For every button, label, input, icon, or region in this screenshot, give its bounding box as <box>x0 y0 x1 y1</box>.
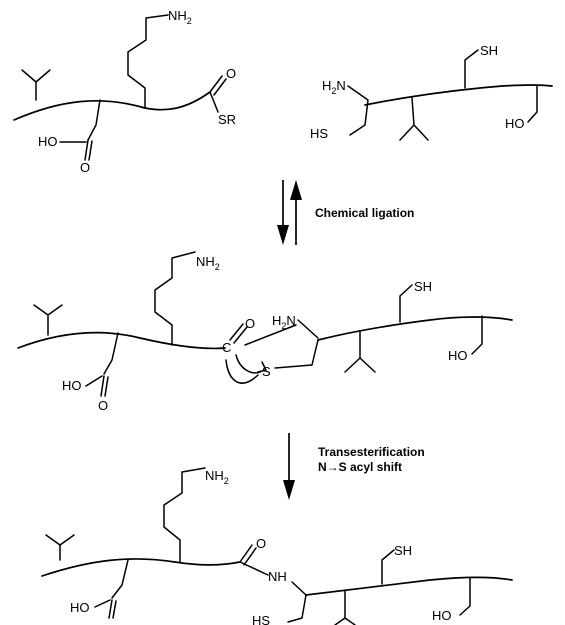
hydroxyl-label: HO <box>505 116 525 131</box>
thiol-label: HS <box>252 613 270 625</box>
thiol-label: SH <box>394 543 412 558</box>
equilibrium-arrows: Chemical ligation <box>277 180 414 245</box>
acyl-shift-label: N→S acyl shift <box>318 460 402 474</box>
thioester-sr: SR <box>218 112 236 127</box>
hydroxyl-label: HO <box>38 134 58 149</box>
amine-label: NH2 <box>196 254 220 272</box>
acyl-shift-arrow: Transesterification N→S acyl shift <box>283 433 425 500</box>
thiol-label: HS <box>310 126 328 141</box>
carbonyl-oxygen: O <box>256 536 266 551</box>
ligated-product: NH2 O NH HS SH HO HO <box>41 467 513 625</box>
carbonyl-oxygen: O <box>98 398 108 413</box>
amine-label: H2N <box>272 313 296 331</box>
chemical-ligation-label: Chemical ligation <box>315 206 414 220</box>
amine-label: NH2 <box>168 8 192 26</box>
transesterification-label: Transesterification <box>318 445 425 459</box>
hydroxyl-label: HO <box>448 348 468 363</box>
thiol-label: SH <box>480 43 498 58</box>
amide-nh-label: NH <box>268 569 287 584</box>
carbonyl-oxygen: O <box>245 316 255 331</box>
sulfur-label: S <box>262 364 271 379</box>
carbonyl-oxygen: O <box>226 66 236 81</box>
thioester-intermediate: NH2 C O S H2N SH HO HO O <box>17 251 513 413</box>
amine-label: NH2 <box>205 468 229 486</box>
thiol-label: SH <box>414 279 432 294</box>
hydroxyl-label: HO <box>62 378 82 393</box>
amine-label: H2N <box>322 78 346 96</box>
hydroxyl-label: HO <box>432 608 452 623</box>
carbonyl-oxygen: O <box>80 160 90 175</box>
thioester-peptide: NH2 O SR HO O <box>13 8 236 175</box>
hydroxyl-label: HO <box>70 600 90 615</box>
cysteine-peptide: H2N HS SH HO <box>310 43 553 141</box>
carbon-label: C <box>222 340 231 355</box>
